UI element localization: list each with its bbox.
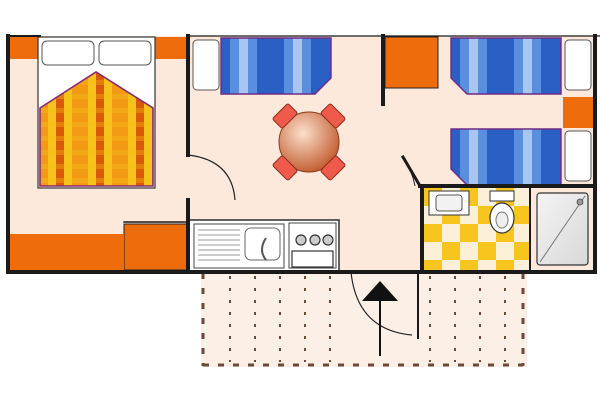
pillow-right (98, 40, 152, 66)
bed-quilt (40, 72, 153, 186)
sink-icon (193, 223, 285, 269)
master-bedroom (9, 36, 236, 271)
wardrobe-twin (384, 36, 439, 89)
pillow-left (41, 40, 95, 66)
terrace-area (201, 271, 527, 367)
arrow-up-icon (362, 281, 398, 356)
wardrobe-top-left (9, 37, 38, 59)
walls (6, 34, 600, 339)
wardrobe-top-right (155, 37, 186, 59)
partition-mid-stub (400, 154, 423, 189)
kitchen-counter (188, 219, 340, 272)
entrance-door-swing (350, 271, 413, 336)
dining-set (272, 103, 346, 181)
bench-bed-left (192, 37, 332, 95)
nightstand (563, 97, 594, 128)
bench-cushion (192, 39, 220, 91)
washbasin-icon (428, 190, 470, 216)
pillow-top (564, 39, 592, 91)
terrace (201, 271, 527, 367)
terrace-boundary (201, 273, 525, 367)
living-kitchen (188, 37, 413, 356)
storage-unit (123, 223, 188, 271)
pillow-bottom (564, 130, 592, 182)
blue-quilt (450, 37, 562, 95)
single-bed-top (450, 37, 592, 95)
blue-quilt (450, 128, 562, 186)
bathroom (424, 188, 589, 271)
single-bed-bottom (450, 128, 592, 186)
double-bed (37, 36, 156, 189)
round-table-icon (278, 111, 340, 173)
stove-icon (288, 222, 337, 269)
bedside-cabinet (9, 234, 123, 270)
blue-quilt (220, 37, 332, 95)
bedroom-door-swing (187, 154, 236, 201)
quilt-outline (39, 71, 154, 187)
toilet-icon (489, 190, 515, 234)
shower-tray-icon (536, 192, 589, 266)
chairs (272, 103, 346, 181)
